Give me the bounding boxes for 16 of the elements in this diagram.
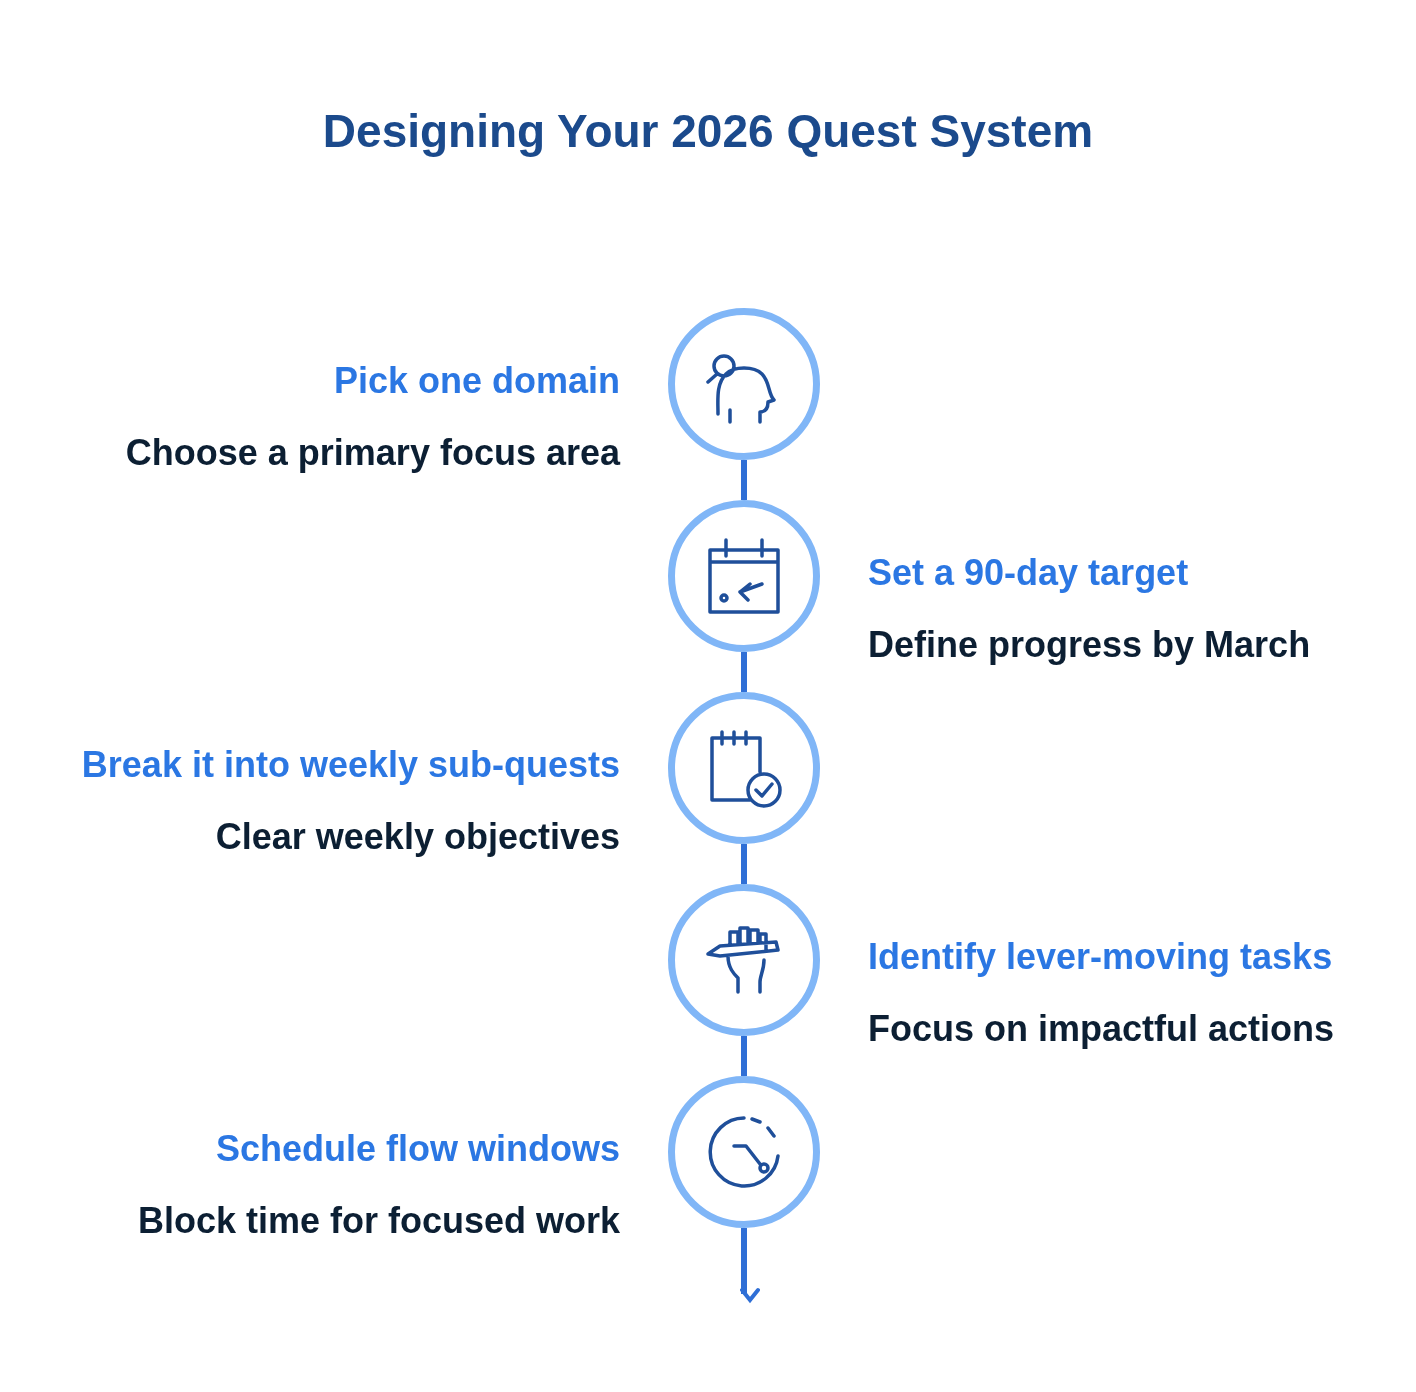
step-heading: Set a 90-day target bbox=[868, 552, 1189, 594]
step-description: Define progress by March bbox=[868, 624, 1311, 666]
step-heading: Pick one domain bbox=[333, 360, 620, 402]
step-description: Choose a primary focus area bbox=[125, 432, 620, 474]
connector-line bbox=[741, 460, 747, 500]
step-description: Block time for focused work bbox=[137, 1200, 620, 1242]
connector-line bbox=[741, 1036, 747, 1076]
step-heading: Break it into weekly sub-quests bbox=[81, 744, 620, 786]
connector-line bbox=[741, 844, 747, 884]
step-description: Clear weekly objectives bbox=[215, 816, 620, 858]
arrow bbox=[740, 1228, 760, 1302]
step-description: Focus on impactful actions bbox=[868, 1008, 1335, 1050]
step-heading: Identify lever-moving tasks bbox=[868, 936, 1333, 978]
step-heading: Schedule flow windows bbox=[215, 1128, 620, 1170]
connector-line bbox=[741, 652, 747, 692]
title: Designing Your 2026 Quest System bbox=[321, 104, 1095, 158]
